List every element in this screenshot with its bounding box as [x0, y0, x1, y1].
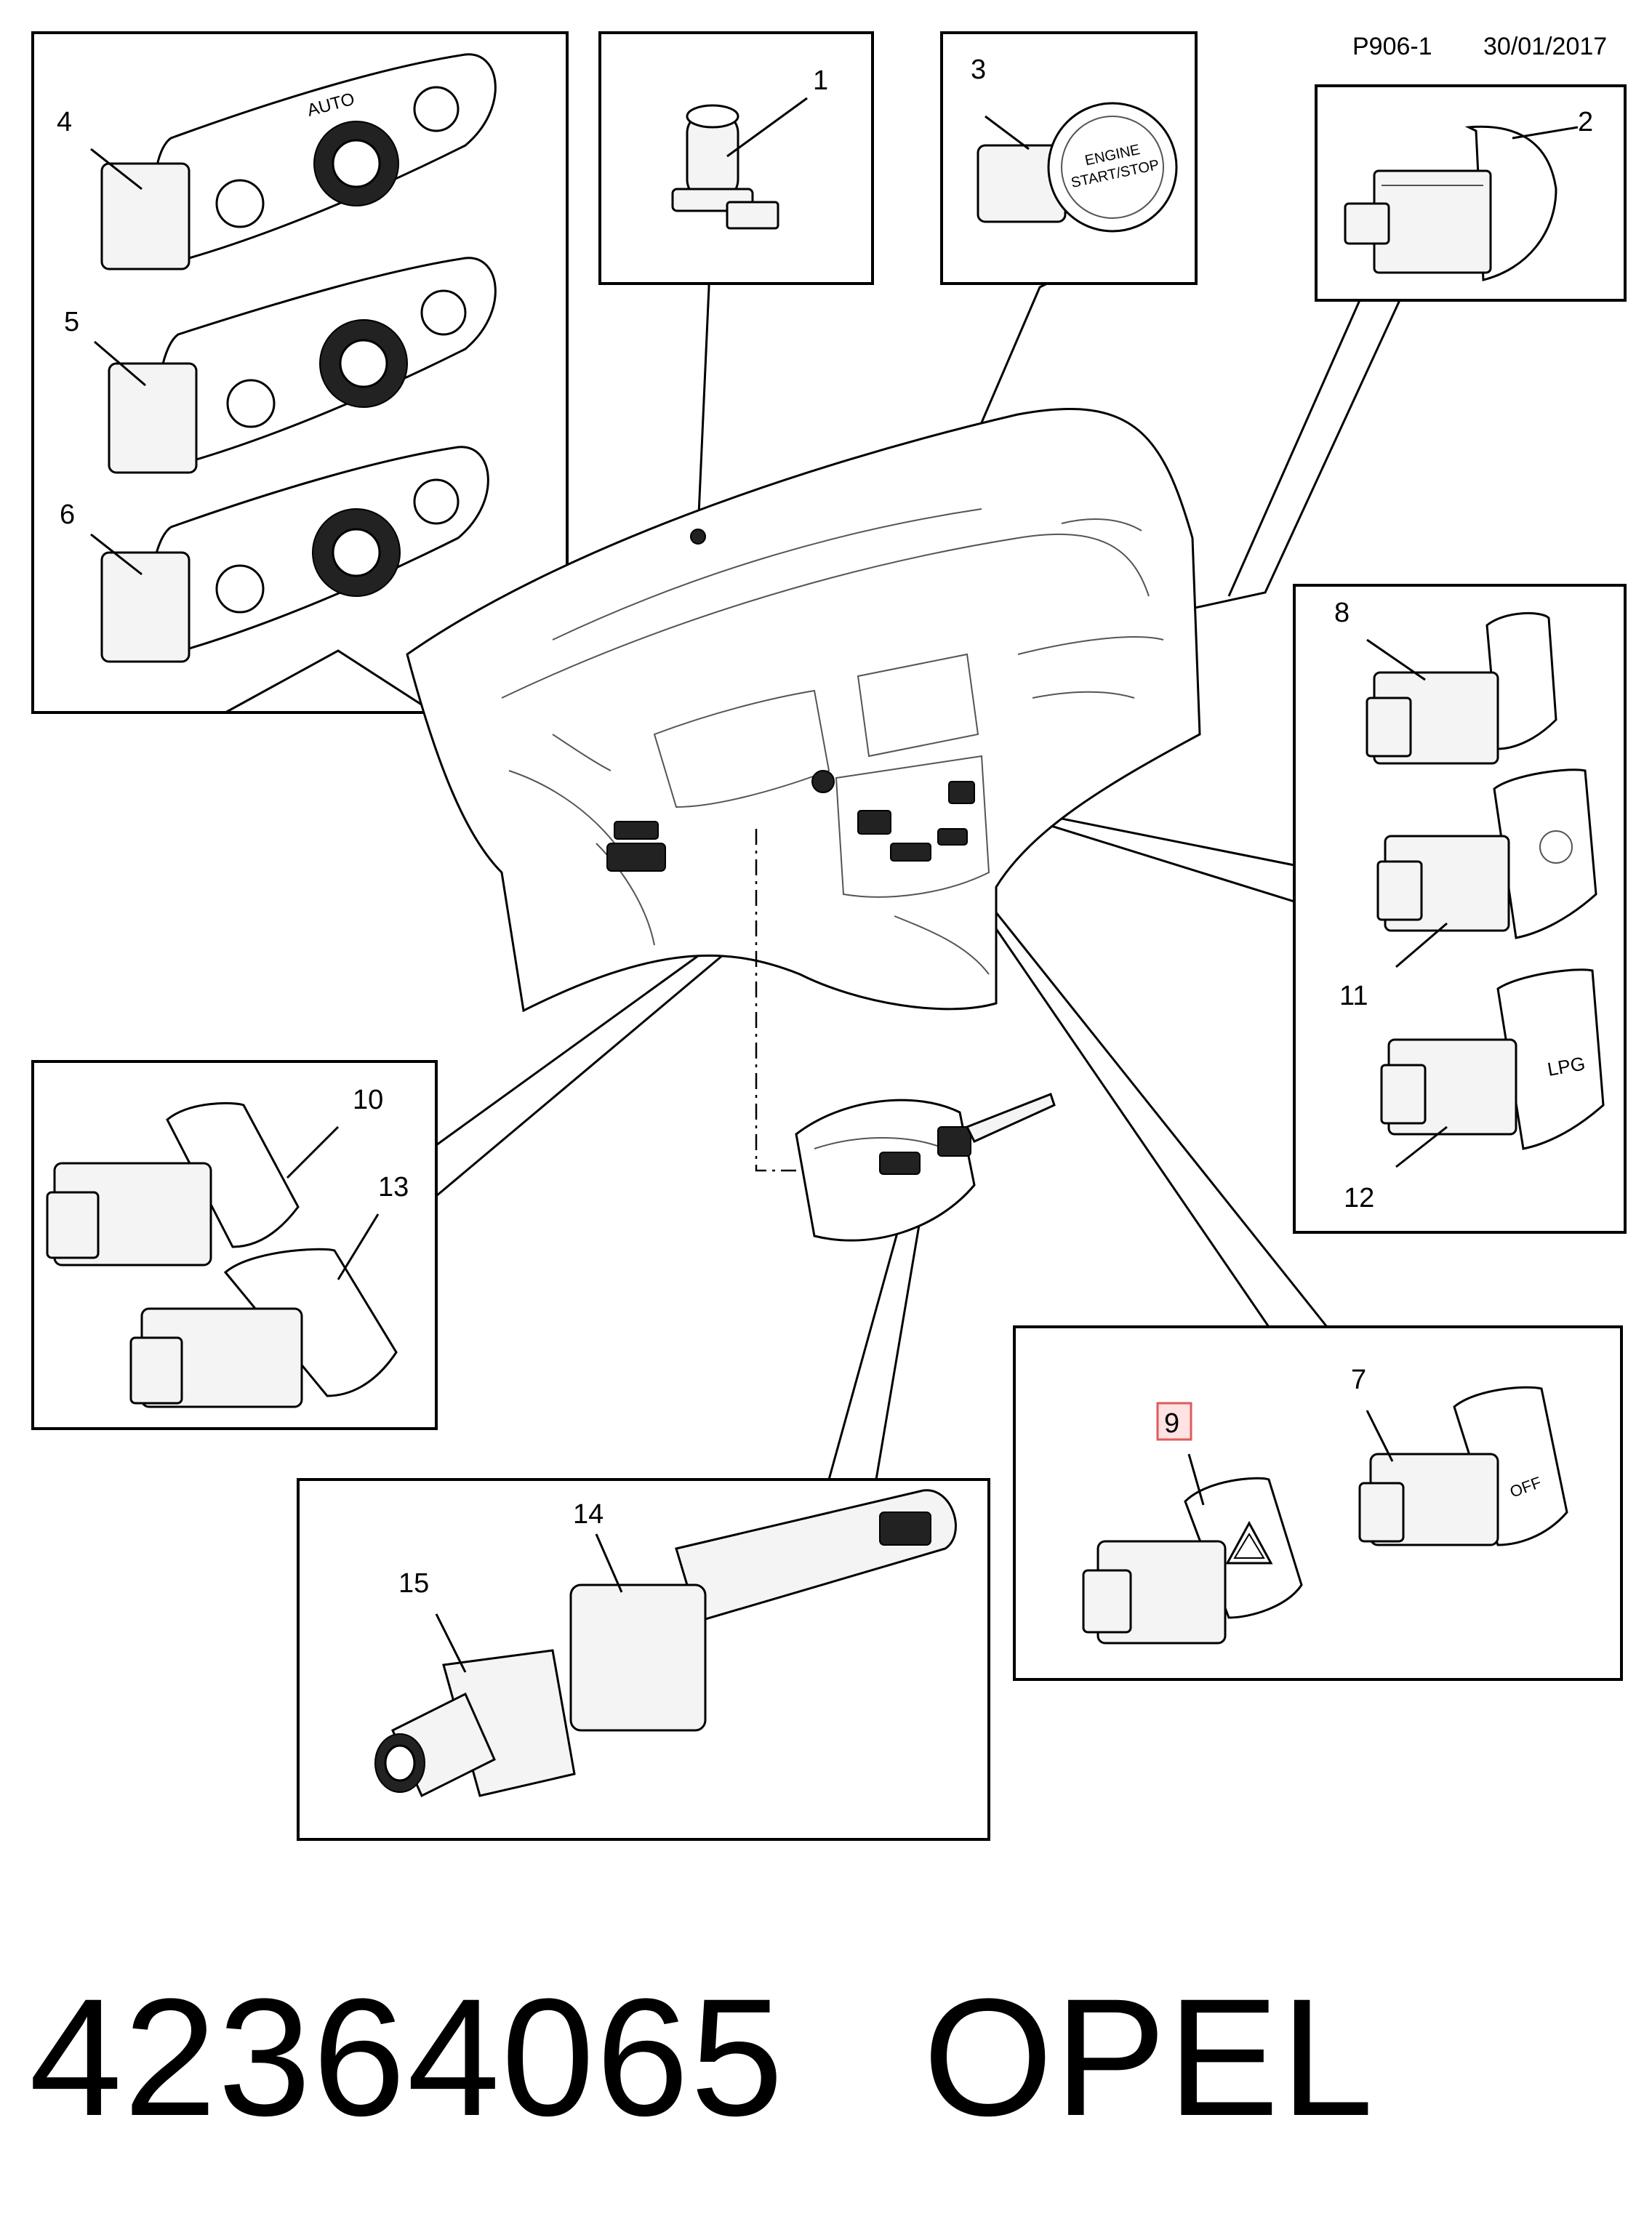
dashboard-illustration — [406, 408, 1201, 1242]
callout-11: 11 — [1339, 981, 1368, 1011]
headlamp-switch-6 — [90, 446, 489, 663]
diagram-code: P906-1 — [1352, 33, 1432, 60]
box-headlamp-switches — [31, 31, 569, 714]
callout-14: 14 — [573, 1499, 604, 1530]
box-parts-7-9 — [1013, 1325, 1623, 1681]
part-number: 42364065 — [29, 1964, 785, 2151]
switch-11 — [1376, 768, 1597, 968]
callout-1: 1 — [813, 65, 828, 96]
brand-name: OPEL — [923, 1964, 1375, 2151]
callout-3: 3 — [971, 55, 986, 85]
callout-4: 4 — [57, 107, 72, 137]
switch-13 — [129, 1213, 398, 1408]
footer-title: 42364065 OPEL — [29, 1963, 1375, 2152]
callout-6: 6 — [60, 499, 75, 530]
headlamp-switch-5 — [94, 257, 497, 474]
callout-7: 7 — [1351, 1365, 1366, 1395]
hazard-switch-9 — [1082, 1453, 1303, 1645]
headlamp-switch-4: AUTO — [90, 53, 497, 270]
box-part-2 — [1315, 84, 1627, 302]
callout-13: 13 — [378, 1172, 409, 1203]
part-3-illustration: ENGINE START/STOP — [977, 102, 1178, 233]
callout-9: 9 — [1164, 1408, 1179, 1439]
box-parts-14-15 — [297, 1478, 990, 1841]
indicator-stalk-15 — [374, 1613, 576, 1798]
switch-12: LPG — [1380, 968, 1605, 1168]
callout-2: 2 — [1578, 107, 1593, 137]
callout-10: 10 — [353, 1085, 383, 1115]
callout-15: 15 — [398, 1568, 429, 1599]
wiper-stalk-14 — [569, 1489, 957, 1732]
diagram-date: 30/01/2017 — [1483, 33, 1607, 60]
box-part-3 — [940, 31, 1198, 285]
callout-8: 8 — [1334, 598, 1350, 628]
callout-5: 5 — [64, 307, 79, 337]
switch-8 — [1366, 611, 1557, 765]
switch-10 — [46, 1101, 340, 1266]
callout-12: 12 — [1344, 1183, 1374, 1213]
switch-7: OFF — [1358, 1386, 1568, 1546]
box-parts-8-11-12 — [1293, 584, 1627, 1234]
box-part-1 — [598, 31, 874, 285]
part-1-illustration — [671, 97, 808, 230]
part-2-illustration — [1344, 125, 1579, 281]
box-parts-10-13 — [31, 1060, 438, 1430]
callout-9-highlight — [1156, 1402, 1192, 1441]
